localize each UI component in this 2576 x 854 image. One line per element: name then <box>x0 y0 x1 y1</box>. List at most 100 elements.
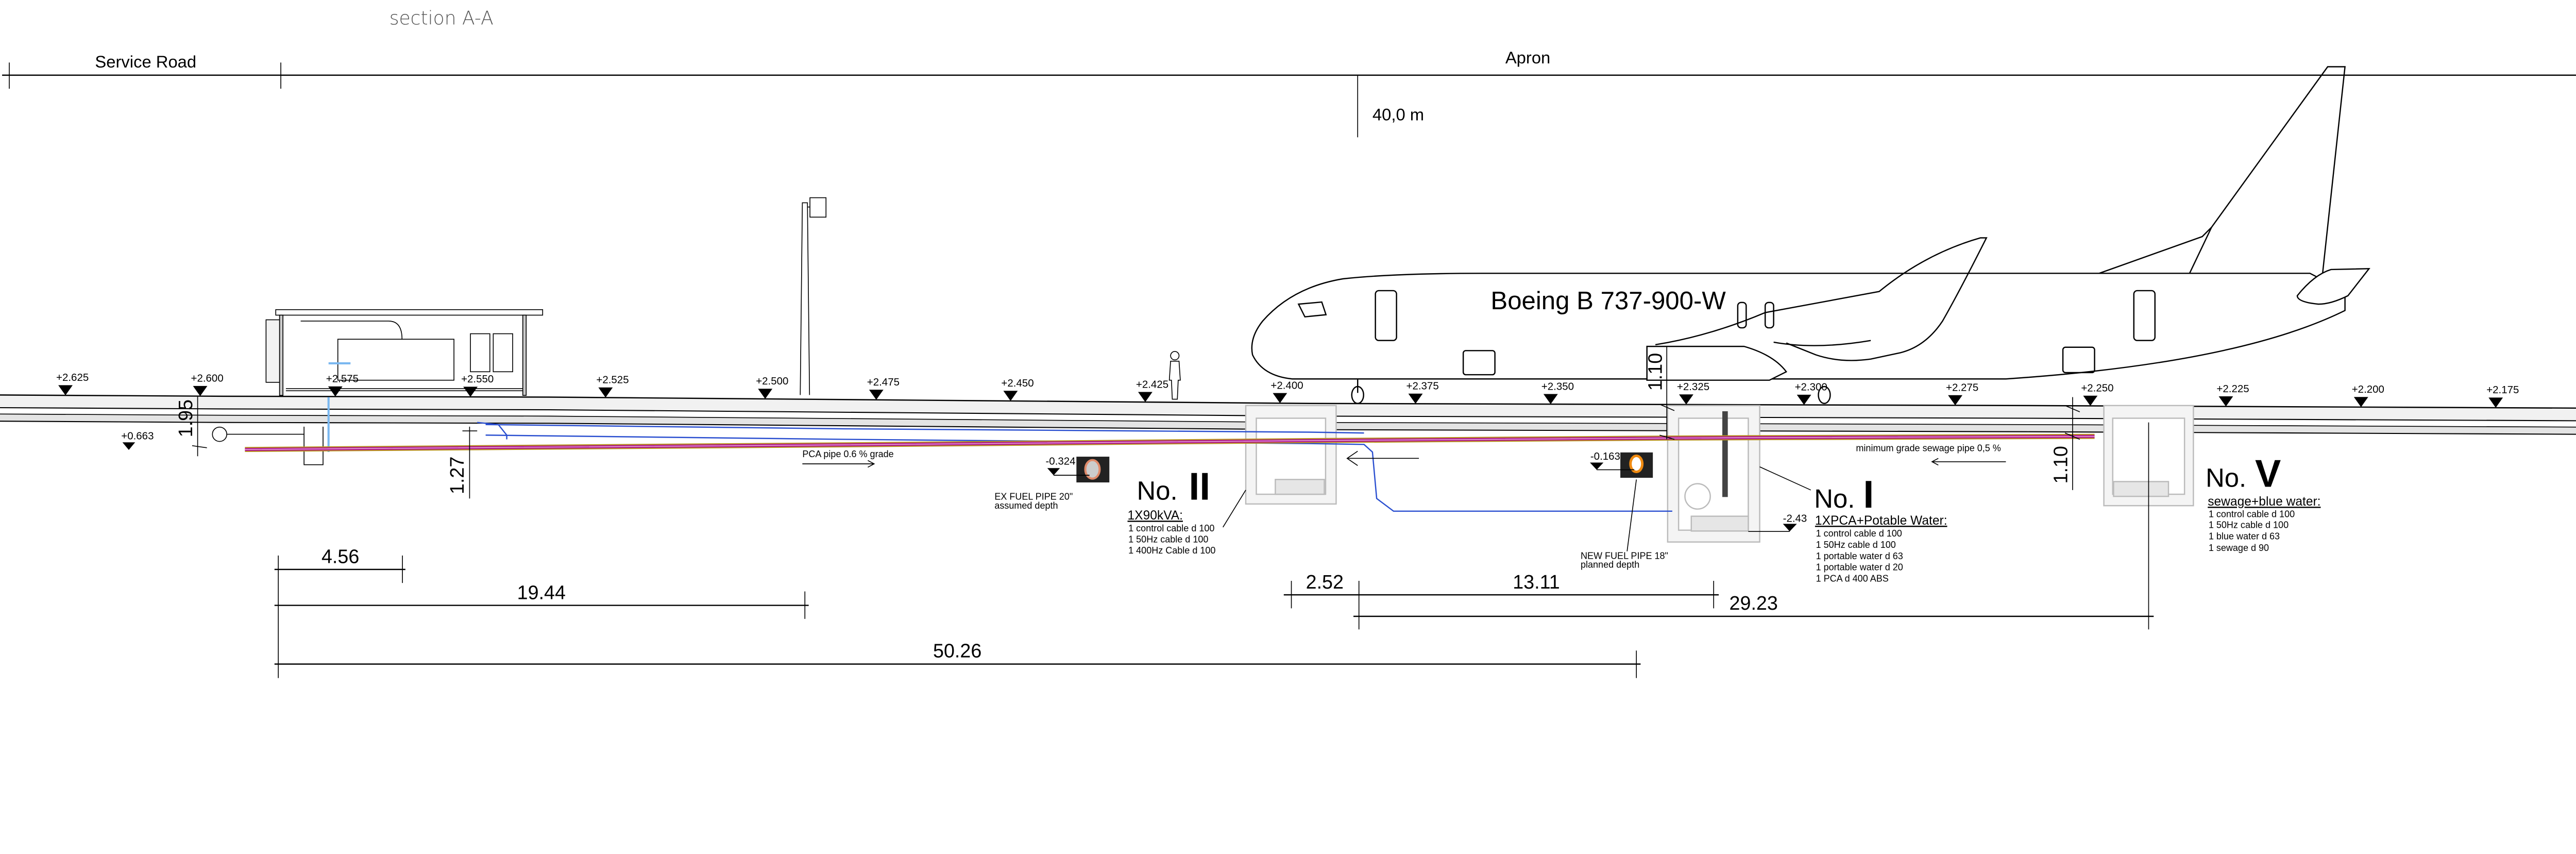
horizontal-dimensions <box>274 422 2154 678</box>
section-drawing: section A-A Service Road Apron 40,0 m <box>0 8 2576 678</box>
elevation-triangle-icon <box>1797 394 1811 405</box>
person-figure <box>1168 351 1181 400</box>
pit-no2-callout: No. II 1X90kVA: 1 control cable d 100 1 … <box>1128 465 1246 556</box>
new-fuel-sublabel: planned depth <box>1581 560 1639 570</box>
pit-no1-item: 1 portable water d 63 <box>1816 551 1903 561</box>
elevation-triangle-icon <box>1948 395 1962 406</box>
dim-1-27: 1.27 <box>446 457 468 494</box>
elevation-triangle-icon <box>2083 395 2098 406</box>
pit-no2-item: 1 control cable d 100 <box>1128 523 1214 533</box>
elevation-label: +2.525 <box>596 374 629 386</box>
pit-no5-title: sewage+blue water: <box>2208 495 2320 509</box>
low-elevation-marker <box>122 442 135 450</box>
elevation-triangle-icon <box>2218 396 2233 407</box>
new-fuel-label: NEW FUEL PIPE 18" <box>1581 550 1668 561</box>
pit-no1-prefix: No. <box>1814 484 1855 513</box>
pca-grade-note: PCA pipe 0.6 % grade <box>802 449 893 459</box>
elevation-label: +2.400 <box>1270 379 1303 391</box>
pit-no2-prefix: No. <box>1137 476 1178 506</box>
elevation-label: +2.475 <box>867 376 900 388</box>
elevation-label: +2.275 <box>1946 382 1978 394</box>
light-pole <box>800 197 827 395</box>
pit-no1-item: 1 50Hz cable d 100 <box>1816 540 1896 550</box>
generator-shelter <box>212 309 544 465</box>
dim-50-26: 50.26 <box>933 640 981 661</box>
dim-1-95: 1.95 <box>175 399 196 437</box>
elevation-label: +2.325 <box>1677 381 1709 393</box>
elevation-label: +2.200 <box>2352 383 2384 395</box>
pit-no5-item: 1 control cable d 100 <box>2209 509 2295 519</box>
elevation-label: +2.450 <box>1001 377 1033 389</box>
section-title: section A-A <box>389 8 494 29</box>
pit-no1-depth: -2.43 <box>1783 512 1807 524</box>
new-fuel-depth: -0.163 <box>1590 450 1620 462</box>
elevation-triangle-icon <box>1138 392 1153 403</box>
zone-service-road: Service Road <box>95 52 196 71</box>
elevation-label: +2.500 <box>756 375 788 387</box>
elevation-label: +2.575 <box>326 373 359 385</box>
elevation-label: +2.350 <box>1541 380 1574 392</box>
elevation-triangle-icon <box>1408 393 1423 404</box>
elevation-triangle-icon <box>58 385 73 396</box>
elevation-triangle-icon <box>758 389 773 399</box>
pit-no2-numeral: II <box>1189 465 1210 508</box>
zone-dimension-line <box>2 62 2576 138</box>
dim-19-44: 19.44 <box>517 581 566 603</box>
pit-no5-numeral: V <box>2255 451 2281 495</box>
elevation-triangle-icon <box>193 386 208 396</box>
new-fuel-pipe <box>1590 452 1653 551</box>
elevation-triangle-icon <box>598 387 613 398</box>
elevation-label: +2.600 <box>191 373 223 384</box>
dim-13-11: 13.11 <box>1513 571 1560 593</box>
elevation-label: +2.250 <box>2081 382 2113 394</box>
sewage-grade-note: minimum grade sewage pipe 0,5 % <box>1856 443 2001 453</box>
ex-fuel-sublabel: assumed depth <box>994 500 1058 511</box>
elevation-triangle-icon <box>1273 393 1287 404</box>
pit-no2-item: 1 400Hz Cable d 100 <box>1128 545 1215 556</box>
arrow-left-icon <box>1346 450 1419 466</box>
pit-no1 <box>1667 405 1760 543</box>
pit-no1-numeral: I <box>1863 473 1874 516</box>
pit-no5-item: 1 50Hz cable d 100 <box>2209 520 2289 530</box>
utility-lines <box>245 422 2095 512</box>
elevation-triangle-icon <box>1679 394 1693 405</box>
pca-pipe-top <box>485 424 1364 434</box>
dim-29-23: 29.23 <box>1730 592 1778 614</box>
elevation-triangle-icon <box>1003 391 1018 401</box>
elevation-triangle-icon <box>463 387 478 397</box>
dim-2-52: 2.52 <box>1306 571 1344 593</box>
pit-no5-callout: No. V sewage+blue water: 1 control cable… <box>2206 451 2320 553</box>
elevation-label: +2.425 <box>1136 378 1168 390</box>
elevation-label: +2.225 <box>2216 383 2249 395</box>
apron-height-label: 40,0 m <box>1372 105 1424 124</box>
elevation-triangle-icon <box>2353 397 2368 407</box>
elevation-label: +2.625 <box>56 372 89 383</box>
vertical-dimensions <box>192 346 2080 499</box>
pca-pipe-elbow <box>477 422 507 440</box>
dim-4-56: 4.56 <box>321 546 359 567</box>
pit-no2-item: 1 50Hz cable d 100 <box>1128 534 1208 544</box>
pit-no1-item: 1 PCA d 400 ABS <box>1816 574 1889 584</box>
pit-no5-item: 1 blue water d 63 <box>2209 531 2280 542</box>
dim-1-10-b: 1.10 <box>2049 446 2071 483</box>
zone-apron: Apron <box>1505 48 1550 67</box>
pit-no2-title: 1X90kVA: <box>1128 509 1183 523</box>
pit-no1-callout: -2.43 No. I 1XPCA+Potable Water: 1 contr… <box>1748 466 1947 584</box>
pca-pipe-bottom <box>485 434 1672 512</box>
dim-1-10-a: 1.10 <box>1644 353 1666 391</box>
elevation-label: +2.300 <box>1795 381 1827 393</box>
elevation-label: +2.375 <box>1406 380 1438 392</box>
ex-fuel-pipe <box>1047 457 1110 483</box>
pit-no1-title: 1XPCA+Potable Water: <box>1815 514 1947 528</box>
ex-fuel-label: EX FUEL PIPE 20" <box>994 492 1073 502</box>
pit-no5-prefix: No. <box>2206 463 2246 492</box>
elevation-label: +2.550 <box>461 373 494 385</box>
elevation-label: +2.175 <box>2486 384 2519 396</box>
low-elevation-label: +0.663 <box>121 430 154 442</box>
elevation-triangle-icon <box>1543 394 1558 405</box>
cable-bundle-highlight <box>245 436 2095 450</box>
pit-no1-item: 1 control cable d 100 <box>1816 528 1902 539</box>
aircraft-boeing-737 <box>1251 66 2370 405</box>
aircraft-label: Boeing B 737-900-W <box>1490 287 1726 315</box>
pit-no1-item: 1 portable water d 20 <box>1816 562 1903 573</box>
